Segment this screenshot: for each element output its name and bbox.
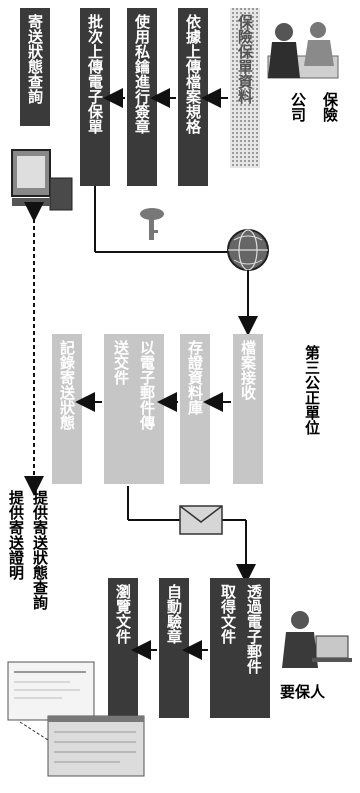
box-auto-verify-label: 自動驗章 <box>165 583 183 645</box>
document-icon <box>7 661 145 777</box>
box-batch-upload: 批次上傳電子保單 <box>80 8 110 186</box>
box-status-query: 寄送狀態查詢 <box>20 8 50 126</box>
box-view-document: 瀏覽文件 <box>108 578 138 718</box>
box-email-deliver-label-1: 以電子郵件傳 <box>138 340 156 431</box>
box-private-key-sign-label: 使用私鑰進行簽章 <box>133 13 151 135</box>
box-email-deliver: 送交件 以電子郵件傳 <box>104 334 164 484</box>
box-policy-data-label: 保險保單資料 <box>236 13 254 105</box>
box-get-document-label-1: 透過電子郵件 <box>245 584 263 675</box>
box-view-document-label: 瀏覽文件 <box>114 583 132 645</box>
box-evidence-db: 存證資料庫 <box>180 334 210 484</box>
actor-insurance-line2: 公司 <box>289 92 307 123</box>
box-file-receive-label: 檔案接收 <box>239 339 257 401</box>
box-policy-data: 保險保單資料 <box>230 8 260 168</box>
globe-icon <box>227 229 269 271</box>
box-upload-spec: 依據上傳檔案規格 <box>178 8 208 186</box>
person-at-laptop-icon <box>282 611 352 668</box>
actor-third-party: 第三公正單位 <box>303 344 321 435</box>
box-record-status-label: 記錄寄送狀態 <box>58 339 76 431</box>
box-batch-upload-label: 批次上傳電子保單 <box>86 13 104 135</box>
computer-icon <box>11 149 73 211</box>
box-email-deliver-label-2: 送交件 <box>112 339 130 386</box>
actor-policyholder: 要保人 <box>280 683 326 701</box>
actor-insurance-line1: 保險 <box>321 91 339 123</box>
box-file-receive: 檔案接收 <box>233 334 263 484</box>
key-icon <box>140 208 164 240</box>
box-private-key-sign: 使用私鑰進行簽章 <box>127 8 157 186</box>
note-delivery-proof: 提供寄送證明 <box>7 490 25 581</box>
box-upload-spec-label: 依據上傳檔案規格 <box>184 13 202 135</box>
box-get-document-label-2: 取得文件 <box>219 584 237 645</box>
envelope-icon <box>179 505 223 535</box>
box-auto-verify: 自動驗章 <box>159 578 189 718</box>
business-people-icon <box>267 22 339 79</box>
box-record-status: 記錄寄送狀態 <box>52 334 82 484</box>
note-status-query: 提供寄送狀態查詢 <box>31 490 49 611</box>
box-evidence-db-label: 存證資料庫 <box>186 339 204 416</box>
box-status-query-label: 寄送狀態查詢 <box>26 13 44 105</box>
box-get-document: 透過電子郵件 取得文件 <box>210 578 270 718</box>
